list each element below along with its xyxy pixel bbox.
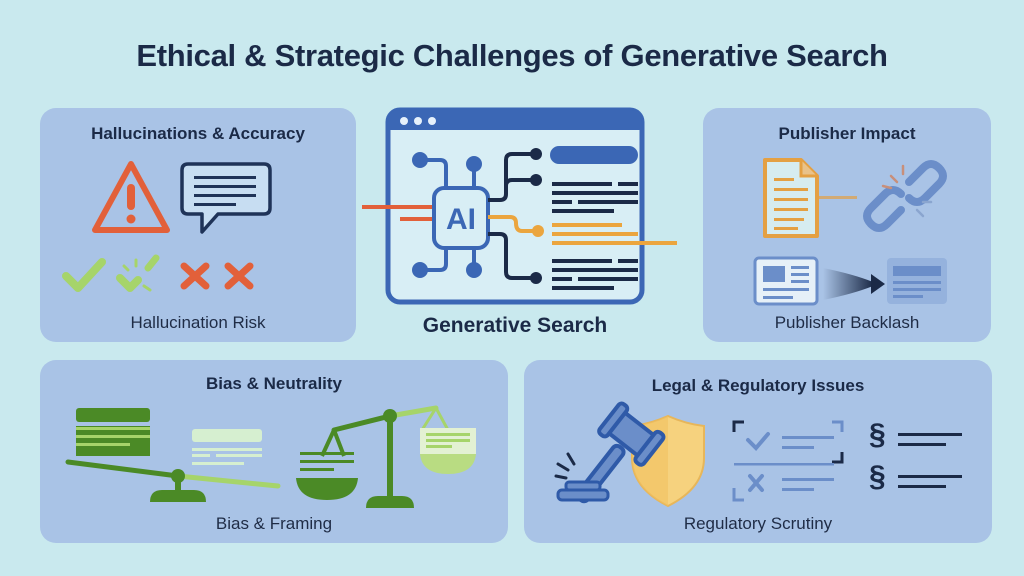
panel-bias: Bias & Neutrality Bias: [40, 360, 508, 543]
article-card-icon: [753, 256, 819, 306]
text-line: [898, 475, 962, 478]
page-title: Ethical & Strategic Challenges of Genera…: [136, 38, 888, 73]
tilted-seesaw-icon: [65, 408, 281, 502]
panel-publisher: Publisher Impact: [703, 108, 991, 342]
text-line: [898, 443, 946, 446]
gavel-icon: [554, 401, 666, 504]
broken-checkmark-icon: [116, 254, 160, 292]
broken-link-icon: [863, 160, 947, 232]
center-caption: Generative Search: [422, 314, 608, 337]
panel-caption: Publisher Backlash: [774, 313, 920, 332]
balance-scale-icon: [296, 405, 476, 508]
result-lines-icon: [552, 223, 677, 245]
checklist-icon: [732, 420, 844, 502]
panel-title: Legal & Regulatory Issues: [651, 376, 865, 395]
panel-legal: Legal & Regulatory Issues § §: [524, 360, 992, 543]
panel-title: Publisher Impact: [778, 124, 916, 143]
faded-article-icon: [887, 258, 947, 304]
panel-title: Bias & Neutrality: [205, 374, 343, 393]
x-mark-icon: [180, 262, 210, 290]
panel-caption: Hallucination Risk: [130, 313, 266, 332]
ai-chip-icon: AI: [446, 203, 476, 236]
browser-window-icon: AI: [362, 107, 677, 305]
panel-title: Hallucinations & Accuracy: [91, 124, 305, 143]
text-line: [898, 485, 946, 488]
panel-caption: Regulatory Scrutiny: [683, 514, 833, 533]
speech-bubble-icon: [180, 162, 272, 234]
panel-hallucinations: Hallucinations & Accuracy Hallucination …: [40, 108, 356, 342]
warning-triangle-icon: [92, 161, 170, 233]
panel-caption: Bias & Framing: [215, 514, 333, 533]
section-sign-icon: §: [869, 460, 886, 493]
arrow-right-icon: [823, 268, 885, 300]
section-sign-icon: §: [869, 418, 886, 451]
checkmark-icon: [62, 258, 106, 292]
text-line: [898, 433, 962, 436]
x-mark-icon: [224, 262, 254, 290]
document-icon: [763, 158, 857, 238]
